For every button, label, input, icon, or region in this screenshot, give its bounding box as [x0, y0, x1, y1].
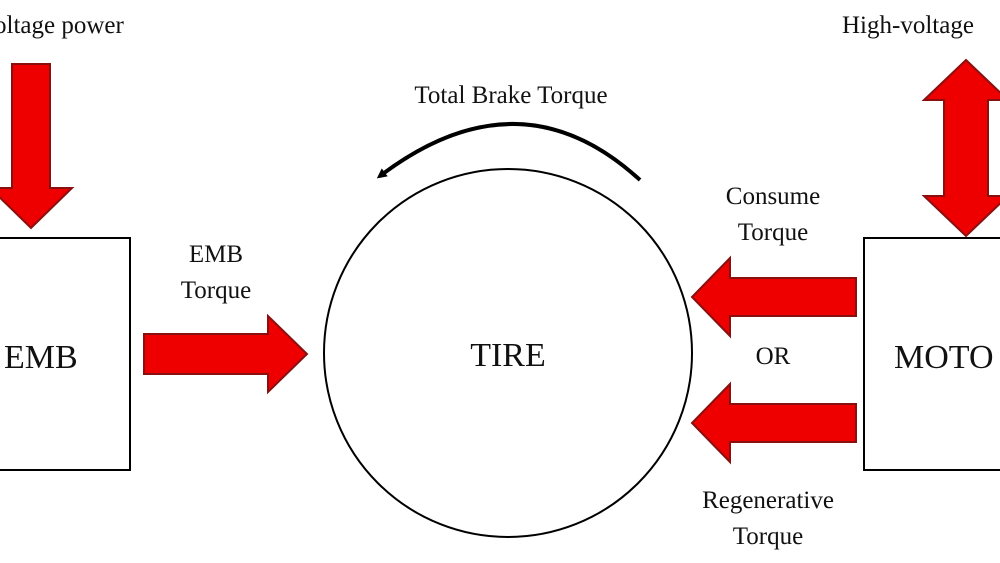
- emb-torque-arrow: [143, 313, 309, 395]
- high-voltage-label: High-voltage: [842, 12, 974, 39]
- consume-torque-label-line1: Consume: [726, 183, 820, 210]
- emb-box: [0, 237, 131, 471]
- motor-box: [863, 237, 1000, 471]
- emb-torque-label-line1: EMB: [189, 241, 243, 268]
- consume-torque-label-line2: Torque: [738, 219, 808, 246]
- low-voltage-power-label: oltage power: [0, 12, 124, 39]
- high-voltage-bidirectional-arrow: [921, 58, 1000, 238]
- emb-torque-label-line2: Torque: [181, 277, 251, 304]
- low-voltage-power-arrow: [0, 63, 75, 230]
- tire-label: TIRE: [470, 337, 546, 374]
- motor-box-label: MOTO: [894, 339, 994, 376]
- consume-torque-arrow: [690, 255, 857, 339]
- or-label: OR: [756, 343, 791, 370]
- regenerative-torque-arrow: [690, 381, 857, 465]
- total-brake-torque-curve-arrow: [376, 122, 642, 182]
- emb-box-label: EMB: [4, 339, 78, 376]
- tire-circle: [323, 168, 693, 538]
- regenerative-torque-label-line2: Torque: [733, 523, 803, 550]
- regenerative-torque-label-line1: Regenerative: [702, 487, 834, 514]
- total-brake-torque-label: Total Brake Torque: [414, 82, 607, 109]
